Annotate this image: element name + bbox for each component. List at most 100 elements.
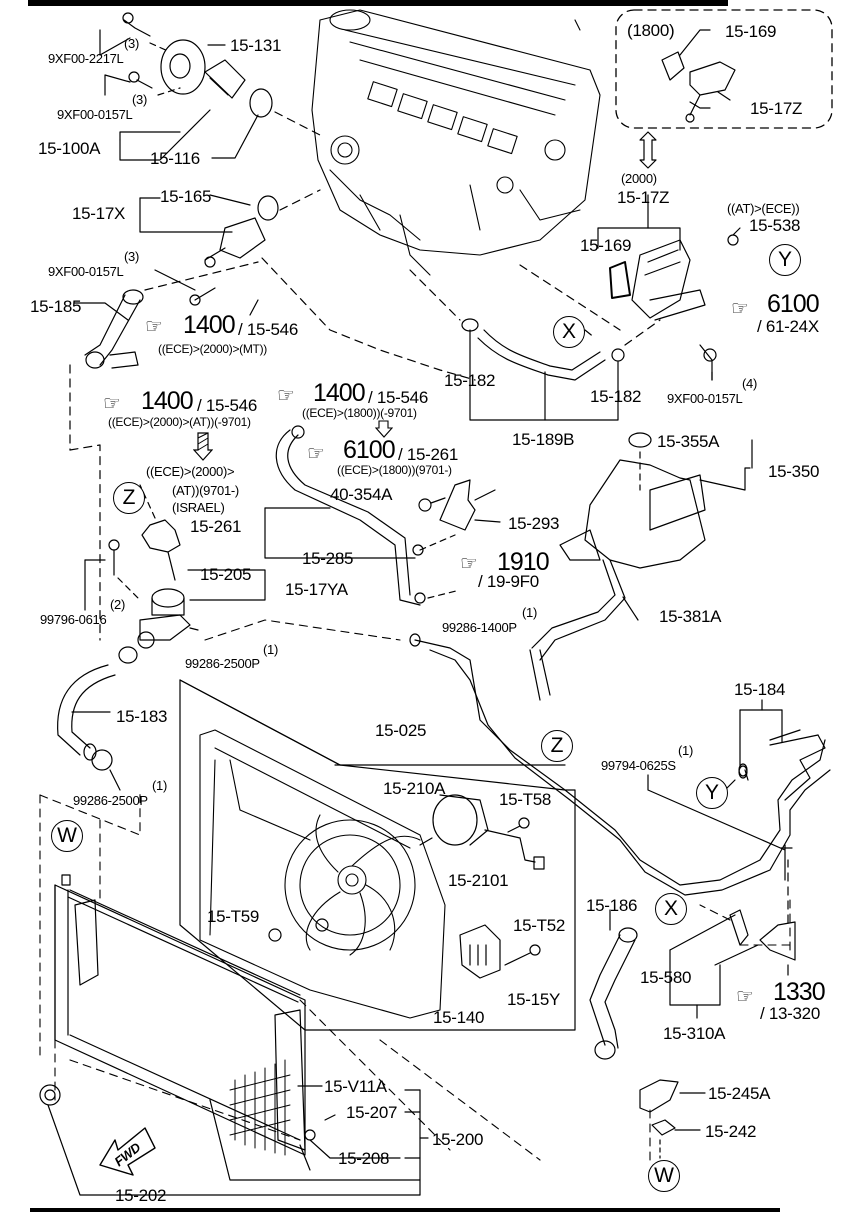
ref-c-condition: ((ECE)>(1800))(-9701) xyxy=(302,406,417,420)
part-15-165[interactable]: 15-165 xyxy=(160,187,212,206)
connector-z-left[interactable]: Z xyxy=(113,482,145,514)
part-15-580[interactable]: 15-580 xyxy=(640,968,692,987)
fan-assembly-box xyxy=(179,679,576,1031)
connector-x-bottom[interactable]: X xyxy=(655,893,687,925)
qty-99794-0625s: (1) xyxy=(678,743,693,758)
reference-hand-icon: ☞ xyxy=(277,383,295,407)
connector-x-top[interactable]: X xyxy=(553,316,585,348)
ref-f-main[interactable]: 1910 xyxy=(497,548,550,576)
connector-w-left[interactable]: W xyxy=(51,820,83,852)
part-15-025[interactable]: 15-025 xyxy=(375,721,427,740)
part-15-381a[interactable]: 15-381A xyxy=(659,607,722,626)
ref-a-main[interactable]: 1400 xyxy=(183,311,236,339)
reference-hand-icon: ☞ xyxy=(460,551,478,575)
connector-w-bottom[interactable]: W xyxy=(648,1160,680,1192)
ref-f-sub[interactable]: / 19-9F0 xyxy=(478,572,539,591)
part-15-182-b[interactable]: 15-182 xyxy=(590,387,642,406)
part-15-2101[interactable]: 15-2101 xyxy=(448,871,509,890)
part-15-17z-b[interactable]: 15-17Z xyxy=(617,188,670,207)
variant-1800-label: (1800) xyxy=(627,21,675,40)
ref-b-main[interactable]: 1400 xyxy=(141,387,194,415)
qty-9xf00-2217l: (3) xyxy=(124,36,139,51)
part-15-182-a[interactable]: 15-182 xyxy=(444,371,496,390)
part-15-202[interactable]: 15-202 xyxy=(115,1186,167,1205)
part-15-17z-a[interactable]: 15-17Z xyxy=(750,99,803,118)
hose-15-183 xyxy=(57,646,138,791)
hose-15-189b xyxy=(409,264,661,421)
part-9xf00-0157l-c[interactable]: 9XF00-0157L xyxy=(667,391,743,406)
reference-hand-icon: ☞ xyxy=(103,391,121,415)
hose-15-184 xyxy=(647,699,826,851)
part-15-350[interactable]: 15-350 xyxy=(768,462,820,481)
part-40-354a[interactable]: 40-354A xyxy=(330,485,393,504)
part-15-210a[interactable]: 15-210A xyxy=(383,779,446,798)
part-9xf00-0157l-a[interactable]: 9XF00-0157L xyxy=(57,107,133,122)
clip-parts xyxy=(639,1079,706,1159)
part-15-200[interactable]: 15-200 xyxy=(432,1130,484,1149)
connector-y-bottom[interactable]: Y xyxy=(696,777,728,809)
qty-99286-2500p-a: (1) xyxy=(263,642,278,657)
ref-g-main[interactable]: 1330 xyxy=(773,978,826,1006)
ref-g-sub[interactable]: / 13-320 xyxy=(760,1004,820,1023)
part-99794-0625s[interactable]: 99794-0625S xyxy=(601,758,676,773)
part-99796-0616[interactable]: 99796-0616 xyxy=(40,612,107,627)
qty-9xf00-0157l-a: (3) xyxy=(132,92,147,107)
part-99286-2500p-b[interactable]: 99286-2500P xyxy=(73,793,148,808)
part-99286-1400p[interactable]: 99286-1400P xyxy=(442,620,517,635)
part-15-261[interactable]: 15-261 xyxy=(190,517,242,536)
ref-e-main[interactable]: 6100 xyxy=(767,290,820,318)
part-15-185[interactable]: 15-185 xyxy=(30,297,82,316)
water-pump xyxy=(122,12,321,136)
connector-z-right[interactable]: Z xyxy=(541,730,573,762)
part-15-169-b[interactable]: 15-169 xyxy=(580,236,632,255)
filler-neck-15-17ya xyxy=(84,484,266,649)
part-15-242[interactable]: 15-242 xyxy=(705,1122,757,1141)
reference-hand-icon: ☞ xyxy=(731,296,749,320)
thermostat-1800 xyxy=(661,51,736,123)
part-15-t59[interactable]: 15-T59 xyxy=(207,907,260,926)
part-15-v11a[interactable]: 15-V11A xyxy=(324,1077,387,1096)
part-15-538[interactable]: 15-538 xyxy=(749,216,801,235)
ref-d-sub[interactable]: / 15-261 xyxy=(398,445,458,464)
part-15-245a[interactable]: 15-245A xyxy=(708,1084,771,1103)
ref-b-sub[interactable]: / 15-546 xyxy=(197,396,257,415)
part-15-208[interactable]: 15-208 xyxy=(338,1149,390,1168)
part-15-293[interactable]: 15-293 xyxy=(508,514,560,533)
part-15-t52[interactable]: 15-T52 xyxy=(513,916,566,935)
part-15-116[interactable]: 15-116 xyxy=(150,149,200,168)
ref-e-sub[interactable]: / 61-24X xyxy=(757,317,819,336)
ref-a-sub[interactable]: / 15-546 xyxy=(238,320,298,339)
lower-hose xyxy=(409,633,831,896)
part-15-15y[interactable]: 15-15Y xyxy=(507,990,561,1009)
ref-c-sub[interactable]: / 15-546 xyxy=(368,388,428,407)
reservoir-tank xyxy=(529,432,751,701)
part-9xf00-2217l[interactable]: 9XF00-2217L xyxy=(48,51,124,66)
part-15-205[interactable]: 15-205 xyxy=(200,565,252,584)
part-15-169-a[interactable]: 15-169 xyxy=(725,22,777,41)
bottom-border-left xyxy=(30,1208,260,1212)
part-99286-2500p-a[interactable]: 99286-2500P xyxy=(185,656,260,671)
connector-y-top[interactable]: Y xyxy=(769,244,801,276)
part-15-207[interactable]: 15-207 xyxy=(346,1103,398,1122)
part-15-310a[interactable]: 15-310A xyxy=(663,1024,726,1043)
part-15-186[interactable]: 15-186 xyxy=(586,896,638,915)
qty-9xf00-0157l-c: (4) xyxy=(742,376,757,391)
part-15-355a[interactable]: 15-355A xyxy=(657,432,720,451)
part-15-285[interactable]: 15-285 xyxy=(302,549,354,568)
part-15-17ya[interactable]: 15-17YA xyxy=(285,580,348,599)
part-15-t58[interactable]: 15-T58 xyxy=(499,790,552,809)
ref-a-condition: ((ECE)>(2000)>(MT)) xyxy=(158,342,267,356)
part-15-189b[interactable]: 15-189B xyxy=(512,430,575,449)
ref-d-main[interactable]: 6100 xyxy=(343,436,396,464)
part-15-131[interactable]: 15-131 xyxy=(230,36,282,55)
thermostat-housing xyxy=(189,189,476,381)
part-9xf00-0157l-b[interactable]: 9XF00-0157L xyxy=(48,264,124,279)
fan-resistor xyxy=(268,918,541,979)
part-15-183[interactable]: 15-183 xyxy=(116,707,168,726)
part-15-140[interactable]: 15-140 xyxy=(433,1008,485,1027)
qty-9xf00-0157l-b: (3) xyxy=(124,249,139,264)
part-15-17x[interactable]: 15-17X xyxy=(72,204,126,223)
part-15-184[interactable]: 15-184 xyxy=(734,680,786,699)
part-15-100a[interactable]: 15-100A xyxy=(38,139,101,158)
ref-c-main[interactable]: 1400 xyxy=(313,379,366,407)
